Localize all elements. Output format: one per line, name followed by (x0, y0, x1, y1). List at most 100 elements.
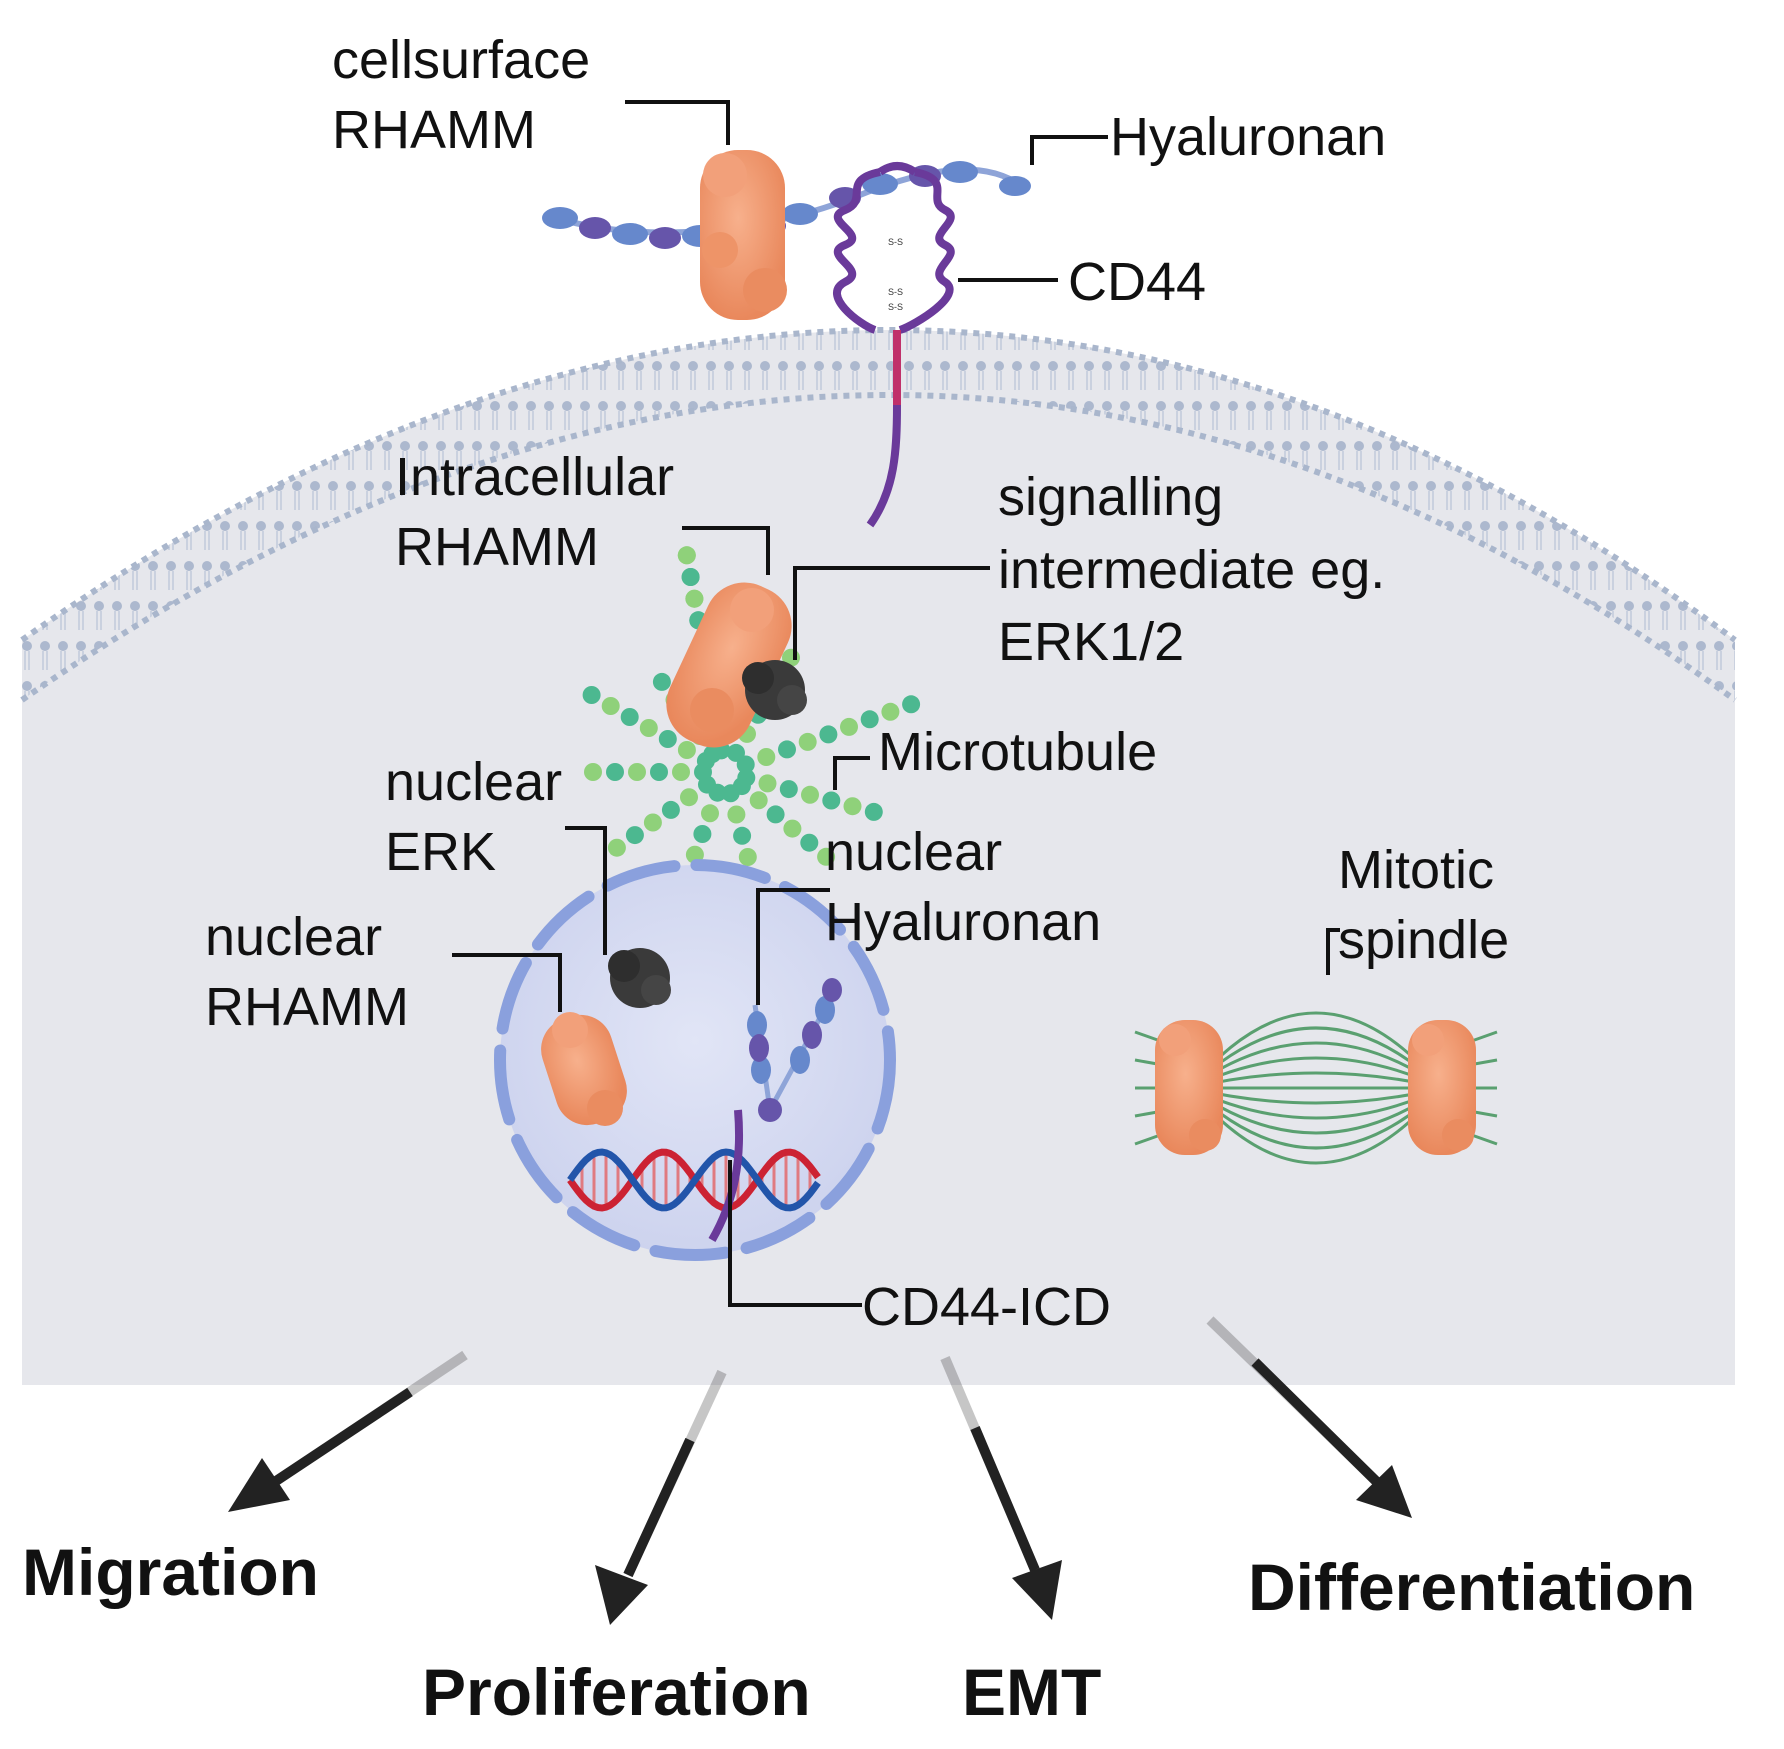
outcome-arrows (228, 1316, 1412, 1625)
membrane-outer-edge (20, 327, 1737, 643)
microtubule-bead (601, 697, 620, 715)
hyaluronan-chain (542, 161, 1031, 249)
microtubule-bead (661, 800, 680, 819)
microtubule-bead (701, 804, 719, 823)
cell (20, 327, 1737, 1385)
label-nuclear-erk-2: ERK (385, 822, 496, 882)
spindle-pole-rhamm-left (1155, 1020, 1223, 1155)
label-nuclear-erk-1: nuclear (385, 752, 562, 812)
microtubule-bead (860, 710, 879, 729)
disulfide-label: S-S (888, 237, 903, 247)
microtubule-bead (749, 791, 768, 810)
microtubule-bead (650, 763, 668, 781)
microtubule-bead (582, 686, 601, 704)
label-erk12: ERK1/2 (998, 612, 1184, 672)
cd44-icd-fragment (708, 1109, 744, 1242)
label-cd44-icd: CD44-ICD (862, 1277, 1111, 1337)
leader-signalling (793, 566, 990, 660)
microtubule-bead (652, 672, 671, 691)
leader-mitotic-spindle (1326, 928, 1340, 975)
microtubule-bead (628, 763, 646, 781)
leader-rhamm-intracellular (682, 526, 770, 575)
microtubule-bead (643, 813, 662, 832)
label-intermediate: intermediate eg. (998, 540, 1385, 600)
label-cd44: CD44 (1068, 252, 1206, 312)
microtubule-bead (672, 763, 690, 781)
microtubule-bead (819, 725, 838, 744)
label-intracellular: Intracellular (395, 447, 674, 507)
microtubule-bead (606, 763, 624, 781)
nucleus (494, 859, 896, 1261)
microtubule-bead (620, 708, 639, 726)
leader-nuclear-rhamm (452, 953, 562, 1012)
microtubule-bead (677, 546, 696, 565)
arrow-emt (940, 1356, 1062, 1620)
leader-nuclear-erk (565, 826, 607, 955)
microtubule-bead (733, 826, 752, 845)
spindle-pole-rhamm-right (1408, 1020, 1476, 1155)
microtubule-bead (840, 717, 858, 736)
arrow-differentiation (1206, 1316, 1412, 1518)
leader-cd44-icd (728, 1160, 862, 1307)
leader-hyaluronan (1030, 135, 1108, 165)
microtubule-bead (680, 788, 698, 807)
microtubule-bead (902, 695, 921, 714)
cd44-cytoplasmic-tail (866, 404, 901, 528)
rhamm-surface-protein (700, 150, 787, 320)
microtubule-bead (685, 589, 704, 608)
microtubule-bead (843, 797, 862, 816)
microtubule-bead (864, 802, 883, 821)
microtubule-bead (822, 791, 841, 810)
leader-nuclear-hyaluronan (756, 888, 830, 1005)
dna-strand-blue (567, 1148, 821, 1212)
cytoplasm (22, 330, 1735, 1385)
microtubule-bead (639, 719, 658, 737)
microtubule-bead (738, 848, 757, 866)
leader-lines (452, 100, 1340, 1307)
plasma-membrane (22, 330, 1735, 700)
microtubule-bead (757, 748, 776, 766)
label-cellsurface: cellsurface (332, 30, 590, 90)
labels: cellsurface RHAMM Hyaluronan CD44 Intrac… (205, 30, 1509, 1337)
microtubule-bead (778, 740, 796, 759)
label-rhamm-intracellular: RHAMM (395, 517, 599, 577)
outcome-differentiation: Differentiation (1248, 1550, 1695, 1624)
disulfide-label: S-S (888, 287, 903, 297)
microtubule-bead (721, 784, 740, 803)
label-nuclear-hyaluronan-1: nuclear (825, 822, 1002, 882)
microtubule-bead (736, 755, 755, 774)
arrow-migration (228, 1350, 468, 1512)
microtubule-bead (800, 833, 819, 852)
label-signalling: signalling (998, 467, 1223, 527)
microtubule-bead (677, 741, 696, 759)
nuclear-rhamm-protein (541, 1012, 627, 1126)
microtubule-bead (779, 780, 798, 799)
rhamm-intracellular-protein (666, 582, 792, 748)
dna-double-helix (567, 1148, 821, 1212)
microtubule-bead (783, 819, 802, 838)
microtubule-bead (798, 732, 817, 751)
nuclear-hyaluronan-chain (747, 978, 842, 1122)
microtubule-bead (693, 825, 712, 843)
membrane-inner-edge (20, 392, 1737, 703)
microtubule-bead (607, 838, 626, 857)
leader-microtubule (833, 756, 870, 790)
microtubule-bead (758, 774, 777, 793)
microtubule-bead (881, 702, 900, 721)
label-microtubule: Microtubule (878, 722, 1157, 782)
microtubule-bead (625, 826, 644, 845)
outcome-proliferation: Proliferation (422, 1655, 811, 1729)
label-rhamm-surface: RHAMM (332, 100, 536, 160)
microtubule-bead (727, 805, 746, 824)
arrow-proliferation (595, 1369, 727, 1625)
leader-rhamm-surface (625, 100, 730, 145)
microtubule-bead (584, 763, 602, 781)
outcome-emt: EMT (962, 1655, 1101, 1729)
microtubule-bead (681, 568, 700, 586)
cd44-receptor: S-S S-S S-S (833, 162, 955, 528)
outcome-labels: Migration Proliferation EMT Differentiat… (22, 1535, 1695, 1729)
label-mitotic: Mitotic (1338, 840, 1494, 900)
label-spindle: spindle (1338, 910, 1509, 970)
